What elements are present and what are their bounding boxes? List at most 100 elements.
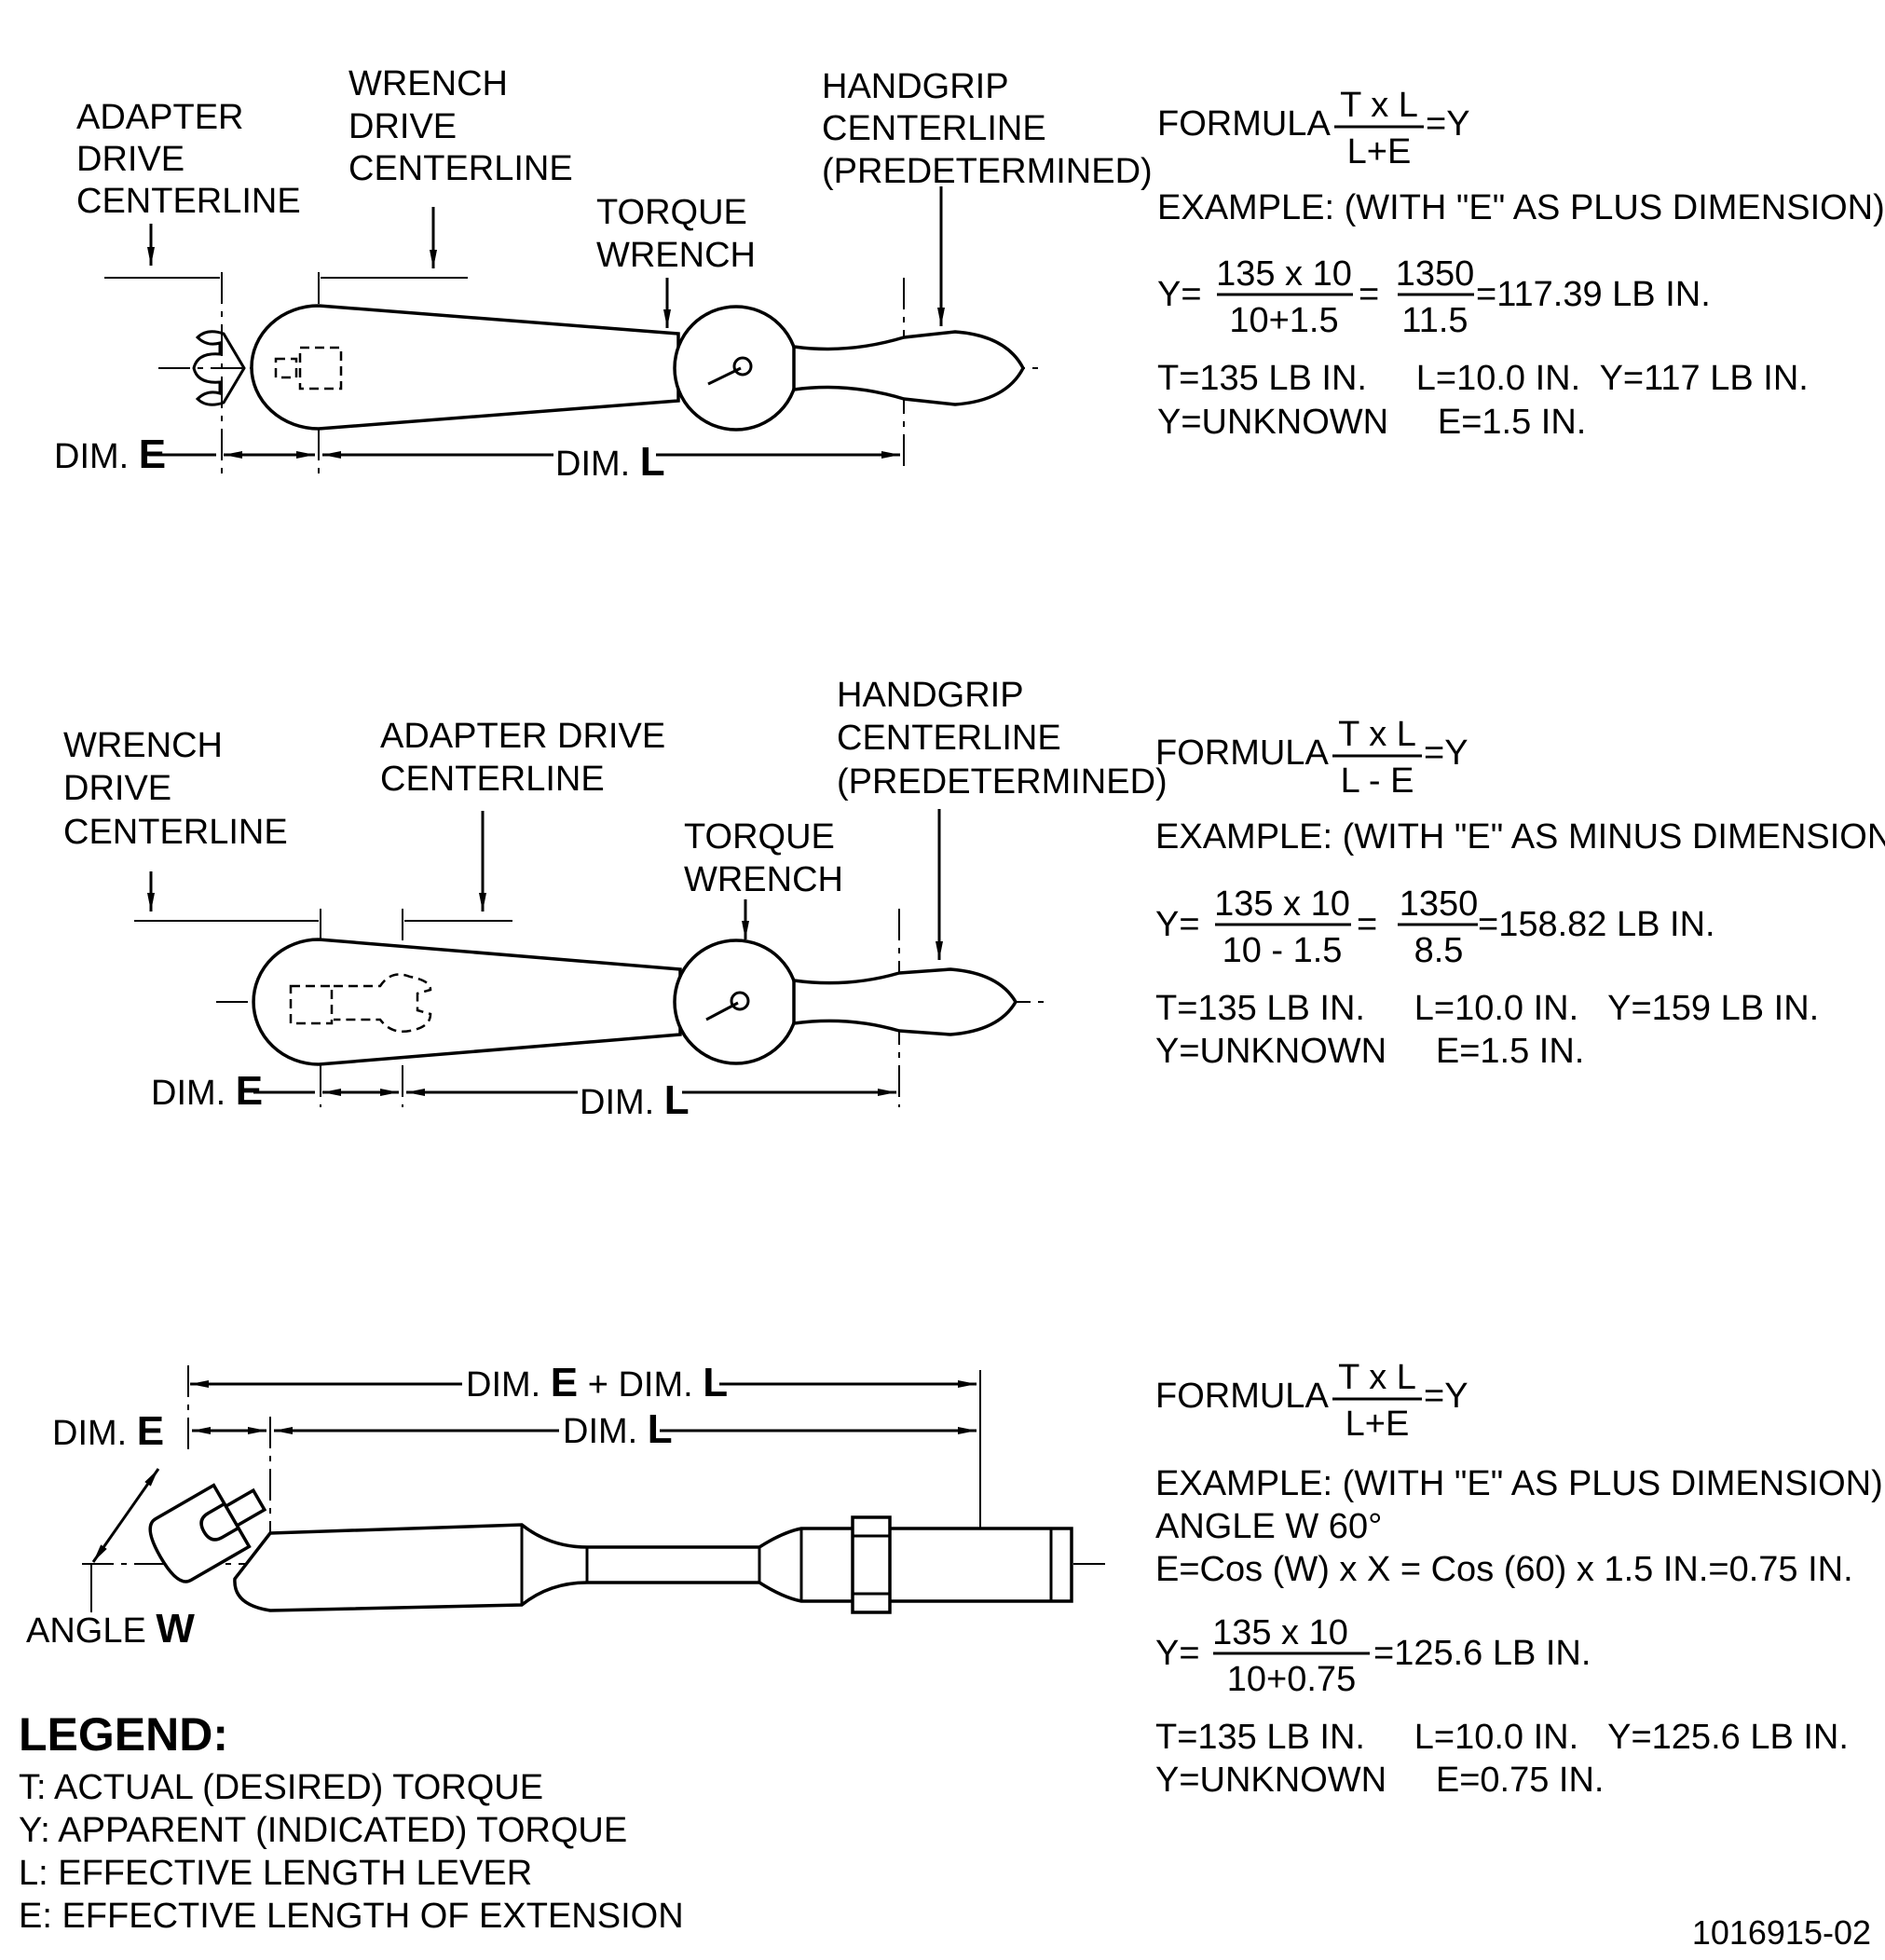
wrench-label-3: CENTERLINE xyxy=(348,149,573,188)
formula-3-calc-num: 135 x 10 xyxy=(1212,1613,1348,1652)
drive-square-hidden-2 xyxy=(289,984,334,1025)
handgrip-label-1: HANDGRIP xyxy=(822,67,1009,106)
wrench-body xyxy=(250,304,680,431)
crowfoot-head xyxy=(148,1483,252,1583)
handgrip-label-2: CENTERLINE xyxy=(822,109,1046,148)
formula-1-eq: = xyxy=(1359,275,1379,314)
formula-1-calc-num: 135 x 10 xyxy=(1216,254,1352,294)
formula-3-numerator: T x L xyxy=(1338,1358,1416,1397)
formula-3-angle: ANGLE W 60° xyxy=(1155,1507,1382,1546)
dim-l-gap xyxy=(553,438,656,475)
formula-3-calc-den: 10+0.75 xyxy=(1227,1660,1356,1699)
legend-item-t: T: ACTUAL (DESIRED) TORQUE xyxy=(19,1768,543,1807)
formula-3-values-1: T=135 LB IN. L=10.0 IN. Y=125.6 LB IN. xyxy=(1155,1718,1849,1757)
formula-3-example: EXAMPLE: (WITH "E" AS PLUS DIMENSION) xyxy=(1155,1464,1883,1503)
dial-pivot xyxy=(732,356,753,377)
legend: LEGEND: T: ACTUAL (DESIRED) TORQUE Y: AP… xyxy=(19,1708,684,1936)
formula-block-3: FORMULA T x L L+E =Y EXAMPLE: (WITH "E" … xyxy=(1155,1358,1883,1800)
formula-1-y-eq: Y= xyxy=(1157,275,1202,314)
torque-dial xyxy=(673,305,799,432)
handgrip-label-3: (PREDETERMINED) xyxy=(822,152,1153,191)
formula-2-values-1: T=135 LB IN. L=10.0 IN. Y=159 LB IN. xyxy=(1155,989,1819,1028)
formula-1-example: EXAMPLE: (WITH "E" AS PLUS DIMENSION) xyxy=(1157,188,1885,227)
formula-2-numerator: T x L xyxy=(1338,715,1416,754)
formula-2-calc-num: 135 x 10 xyxy=(1214,884,1350,924)
extension-wrench-body xyxy=(233,1523,1073,1612)
handgrip-label-2-2: CENTERLINE xyxy=(837,719,1061,758)
formula-2-label: FORMULA xyxy=(1155,733,1329,773)
handgrip-2 xyxy=(792,967,1018,1036)
diagram-2-minus-extension: WRENCH DRIVE CENTERLINE ADAPTER DRIVE CE… xyxy=(63,676,1168,1123)
adapter-label-3: CENTERLINE xyxy=(76,182,301,221)
wrench-label-2-1: WRENCH xyxy=(63,726,223,765)
dial-pivot-2 xyxy=(730,991,750,1011)
formula-1-values-2: Y=UNKNOWN E=1.5 IN. xyxy=(1157,403,1586,442)
legend-item-e: E: EFFECTIVE LENGTH OF EXTENSION xyxy=(19,1897,684,1936)
formula-1-result: =Y xyxy=(1426,104,1470,144)
formula-2-eq: = xyxy=(1357,905,1377,944)
adapter-crowfoot xyxy=(192,330,246,406)
dim-l-label: DIM. L xyxy=(555,439,665,485)
angle-w-line xyxy=(91,1468,160,1563)
formula-3-y-eq: Y= xyxy=(1155,1634,1200,1673)
formula-2-denominator: L - E xyxy=(1341,761,1414,801)
legend-title: LEGEND: xyxy=(19,1708,228,1761)
dim-e-label: DIM. E xyxy=(54,432,166,477)
formula-1-calc-result: =117.39 LB IN. xyxy=(1476,275,1711,314)
handgrip-label-2-1: HANDGRIP xyxy=(837,676,1024,715)
wrench-label-2-2: DRIVE xyxy=(63,769,171,808)
wrench-label-2-3: CENTERLINE xyxy=(63,813,288,852)
adapter-label-2-2: CENTERLINE xyxy=(380,760,605,799)
formula-3-label: FORMULA xyxy=(1155,1377,1329,1416)
formula-3-result: =Y xyxy=(1424,1377,1468,1416)
formula-1-numerator: T x L xyxy=(1340,86,1418,125)
dim-el-gap xyxy=(462,1363,719,1405)
formula-2-calc-result: =158.82 LB IN. xyxy=(1478,905,1715,944)
formula-1-calc-num2: 1350 xyxy=(1396,254,1475,294)
ratchet-nut xyxy=(851,1515,892,1614)
formula-2-calc-den: 10 - 1.5 xyxy=(1223,931,1343,970)
dim-l-label-3: DIM. L xyxy=(563,1406,673,1452)
legend-item-y: Y: APPARENT (INDICATED) TORQUE xyxy=(19,1811,627,1850)
formula-1-calc-den: 10+1.5 xyxy=(1229,301,1338,340)
diagram-3-angled-extension: DIM. E + DIM. L DIM. E DIM. L ANGLE W xyxy=(26,1360,1107,1652)
formula-block-2: FORMULA T x L L - E =Y EXAMPLE: (WITH "E… xyxy=(1155,715,1885,1071)
torque-dial-2 xyxy=(673,939,799,1065)
torque-label-2-1: TORQUE xyxy=(684,817,835,857)
dim-l-gap-2 xyxy=(578,1074,682,1113)
formula-2-example: EXAMPLE: (WITH "E" AS MINUS DIMENSION) xyxy=(1155,817,1885,857)
formula-1-denominator: L+E xyxy=(1347,132,1412,171)
formula-3-calc-result: =125.6 LB IN. xyxy=(1373,1634,1591,1673)
formula-2-calc-den2: 8.5 xyxy=(1414,931,1464,970)
dim-l-label-2: DIM. L xyxy=(580,1077,690,1123)
adapter-label-2-1: ADAPTER DRIVE xyxy=(380,717,665,756)
dim-e-plus-l-label: DIM. E + DIM. L xyxy=(466,1360,728,1405)
adapter-hidden-stub xyxy=(274,357,298,379)
torque-label-2: WRENCH xyxy=(596,236,756,275)
legend-item-l: L: EFFECTIVE LENGTH LEVER xyxy=(19,1854,532,1893)
angled-crowfoot xyxy=(148,1483,267,1583)
formula-3-denominator: L+E xyxy=(1345,1405,1410,1444)
crowfoot-neck xyxy=(223,1487,267,1528)
formula-3-cos: E=Cos (W) x X = Cos (60) x 1.5 IN.=0.75 … xyxy=(1155,1550,1853,1589)
formula-1-calc-den2: 11.5 xyxy=(1401,301,1468,340)
dim-e-label-3: DIM. E xyxy=(52,1408,164,1454)
adapter-label-2: DRIVE xyxy=(76,140,184,179)
handgrip-label-2-3: (PREDETERMINED) xyxy=(837,762,1168,802)
wrench-label-2: DRIVE xyxy=(348,107,457,146)
diagram-1-plus-extension: ADAPTER DRIVE CENTERLINE WRENCH DRIVE CE… xyxy=(54,64,1153,485)
adapter-label-1: ADAPTER xyxy=(76,98,243,137)
formula-2-result: =Y xyxy=(1424,733,1468,773)
formula-2-values-2: Y=UNKNOWN E=1.5 IN. xyxy=(1155,1032,1584,1071)
dim-e-label-2: DIM. E xyxy=(151,1068,263,1114)
drive-square-hidden xyxy=(298,346,343,391)
formula-3-values-2: Y=UNKNOWN E=0.75 IN. xyxy=(1155,1761,1604,1800)
formula-2-calc-num2: 1350 xyxy=(1400,884,1479,924)
formula-1-label: FORMULA xyxy=(1157,104,1331,144)
formula-2-y-eq: Y= xyxy=(1155,905,1200,944)
formula-block-1: FORMULA T x L L+E =Y EXAMPLE: (WITH "E" … xyxy=(1157,86,1885,442)
formula-1-values-1: T=135 LB IN. L=10.0 IN. Y=117 LB IN. xyxy=(1157,359,1809,398)
wrench-body-2 xyxy=(252,938,682,1066)
